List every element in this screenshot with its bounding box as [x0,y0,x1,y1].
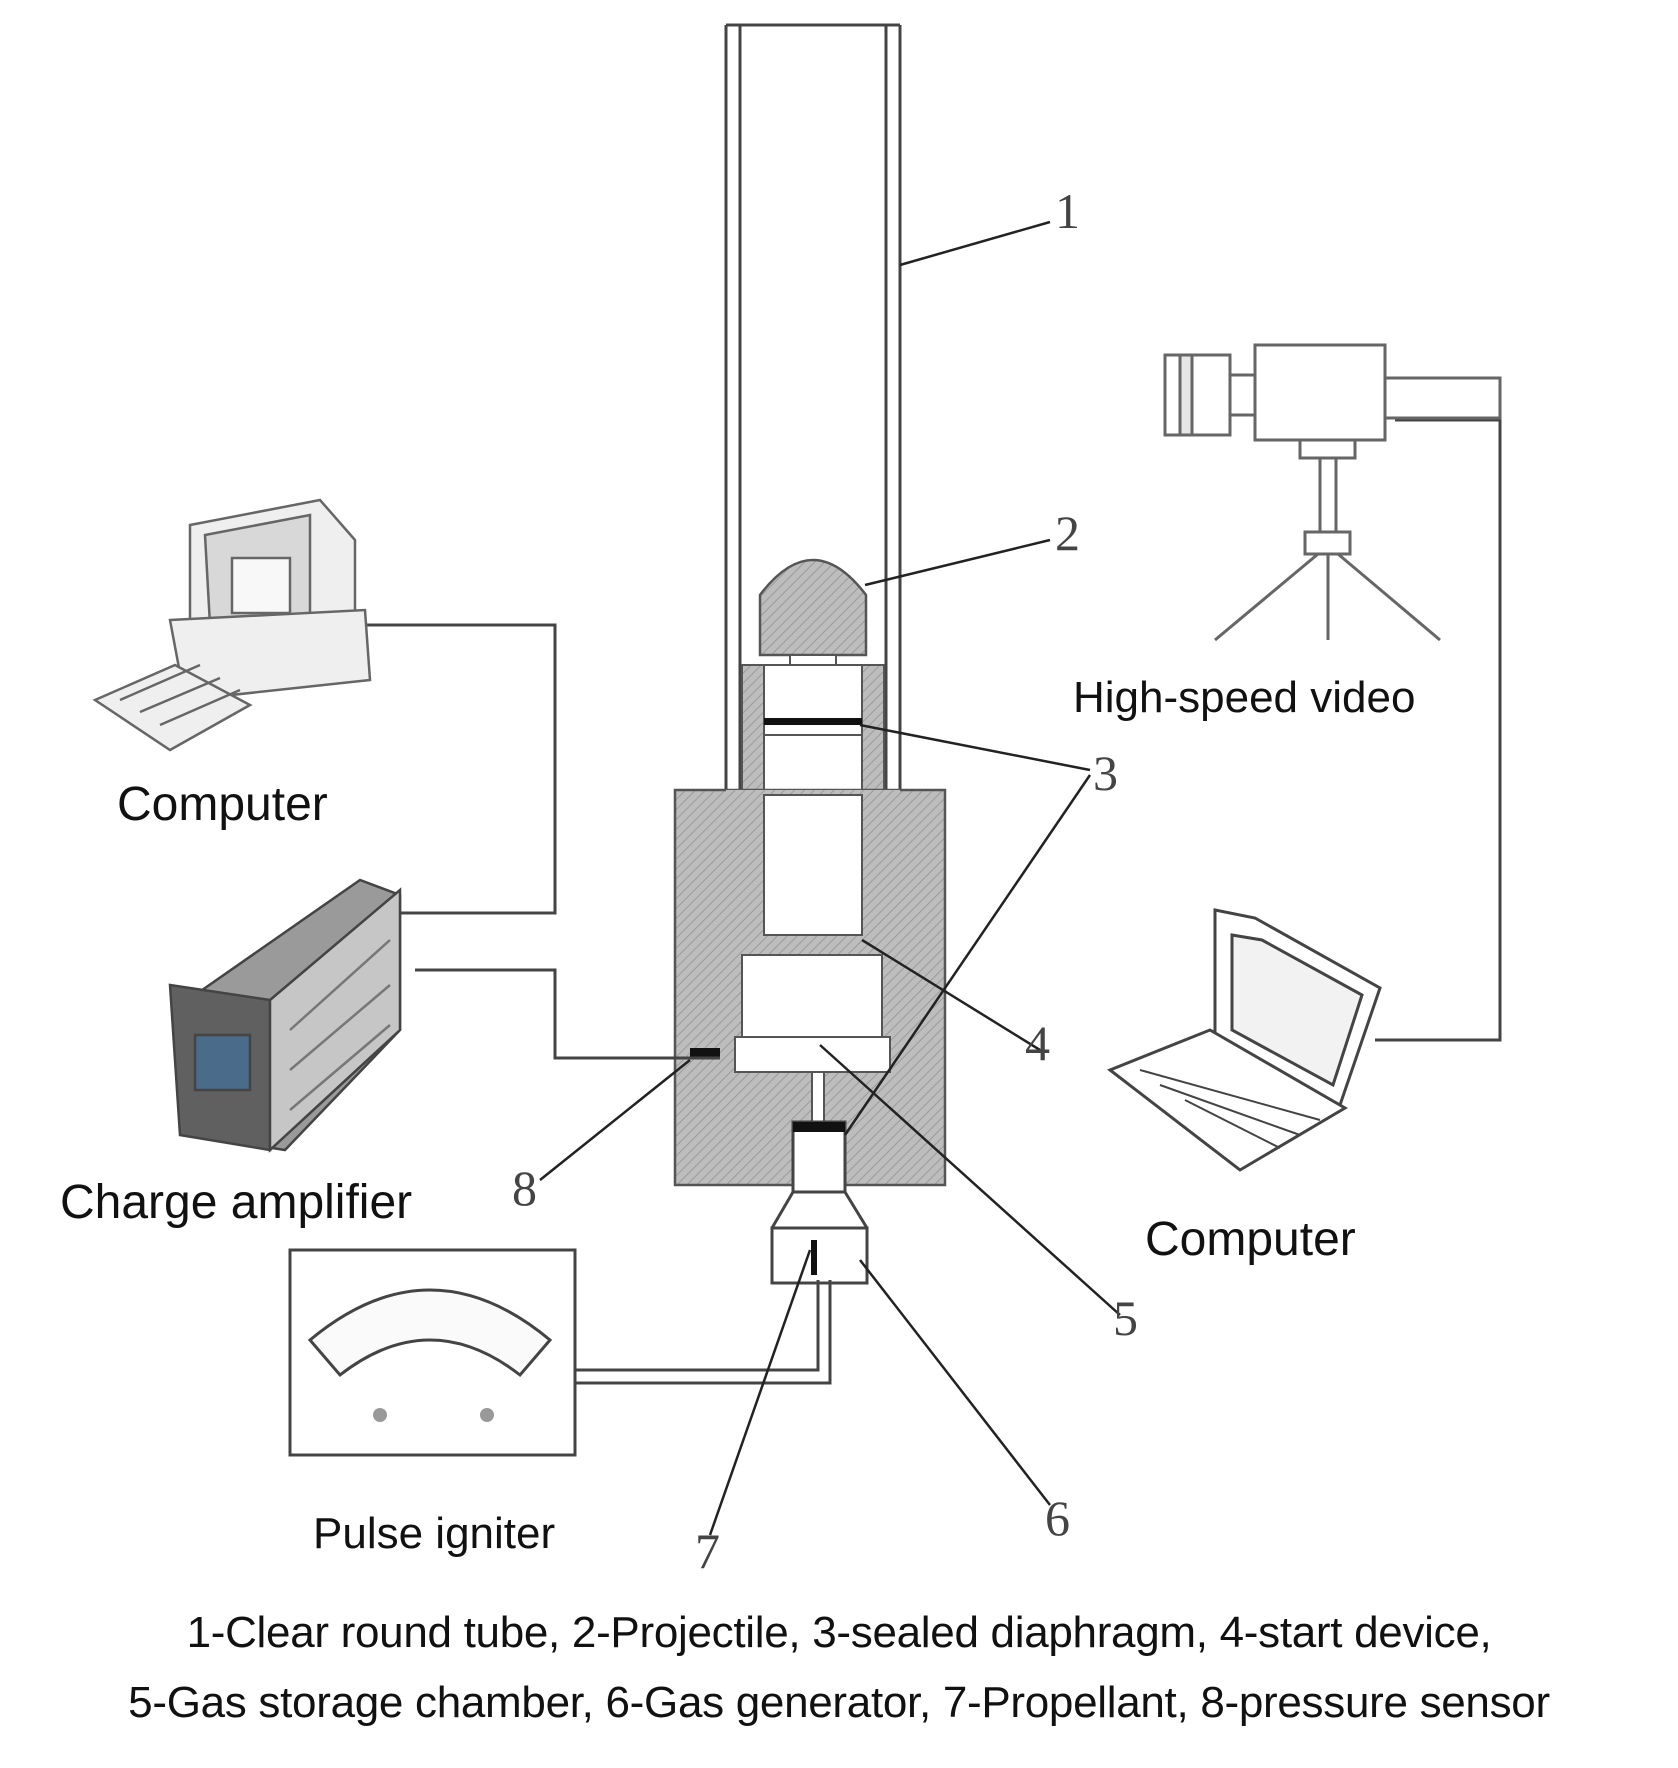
charge-amplifier-label: Charge amplifier [60,1176,412,1229]
caption-line-2: 5-Gas storage chamber, 6-Gas generator, … [128,1678,1550,1727]
part-number-8: 8 [512,1160,537,1216]
charge-amplifier-icon [168,878,402,1153]
gas-generator [770,1120,869,1285]
part-number-4: 4 [1025,1015,1050,1071]
desktop-computer-icon [92,498,372,752]
computer-label-right: Computer [1145,1213,1356,1266]
part-number-5: 5 [1113,1290,1138,1346]
high-speed-video-label: High-speed video [1073,673,1415,722]
pressure-sensor [690,1048,720,1058]
propellant [811,1240,817,1275]
launcher-body [673,788,947,1187]
part-number-7: 7 [695,1523,720,1579]
part-number-6: 6 [1045,1490,1070,1546]
pulse-igniter-icon [288,1248,577,1457]
part-number-1: 1 [1055,183,1080,239]
high-speed-camera-icon [1163,343,1502,642]
projectile [758,558,868,676]
laptop-computer-icon [1106,908,1382,1172]
apparatus-diagram: Computer Charge amplifier High-speed vid… [60,23,1502,1579]
caption-line-1: 1-Clear round tube, 2-Projectile, 3-seal… [186,1608,1492,1657]
sealed-diaphragm-upper [764,718,862,725]
pulse-igniter-label: Pulse igniter [313,1509,555,1558]
part-number-2: 2 [1055,505,1080,561]
part-number-3: 3 [1093,745,1118,801]
leader-lines [539,220,1121,1536]
computer-label-top: Computer [117,778,328,831]
